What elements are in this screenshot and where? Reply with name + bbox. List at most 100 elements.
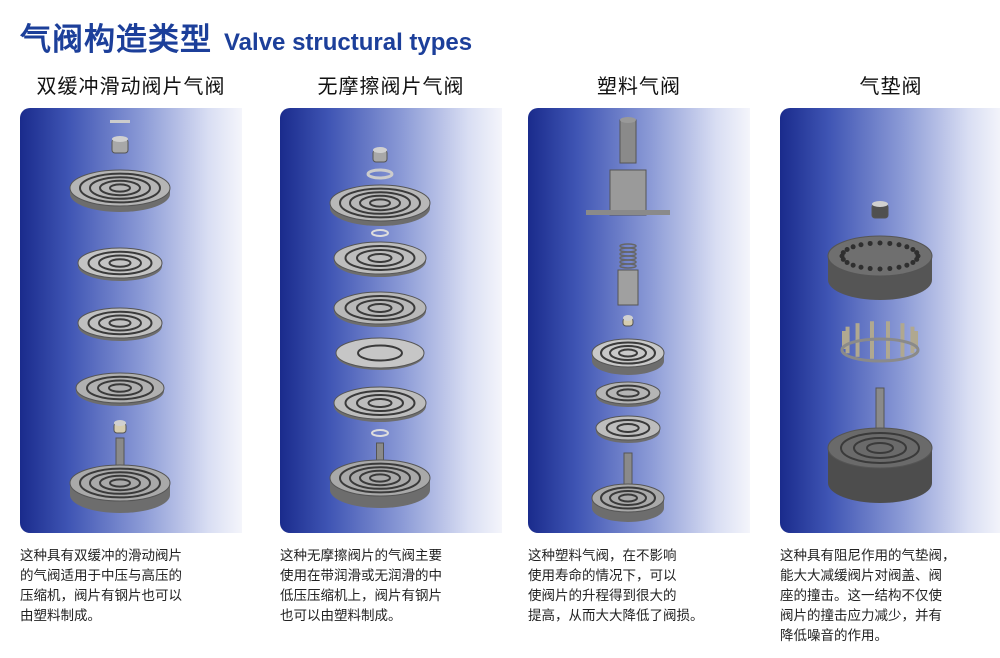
valve-port [914, 256, 920, 262]
valve-slot-ring [349, 466, 411, 490]
valve-slot-ring [349, 191, 411, 215]
valve-slot-ring [108, 258, 132, 268]
valve-cushion-pin [886, 340, 891, 359]
valve-slot-ring [108, 318, 132, 328]
valve-guide-flange [586, 210, 670, 215]
valve-stem [623, 452, 633, 489]
valve-washer [371, 429, 389, 437]
valve-type-frictionless: 无摩擦阀片气阀 这种无摩擦阀片的气阀主要使用在带润滑或无润滑的中低压压缩机上，阀… [280, 0, 502, 658]
valve-slot-ring [600, 486, 656, 510]
valve-slot-ring [339, 462, 421, 494]
valve-slot-ring [339, 187, 421, 219]
valve-stem [619, 119, 637, 164]
valve-port [850, 262, 856, 268]
valve-nut-top [623, 315, 633, 321]
valve-slot-ring [605, 419, 651, 437]
valve-cushion-ring [840, 337, 920, 363]
column-description: 这种具有双缓冲的滑动阀片的气阀适用于中压与高压的压缩机，阀片有钢片也可以由塑料制… [20, 548, 182, 624]
valve-slot-ring [97, 379, 143, 397]
valve-slot-ring [109, 478, 131, 488]
valve-sleeve [617, 269, 639, 306]
valve-illustration [528, 108, 750, 533]
valve-disc [329, 459, 431, 497]
title-zh: 气阀构造类型 [20, 22, 212, 58]
valve-guide [609, 169, 647, 216]
valve-slot-ring [356, 249, 404, 267]
valve-port [840, 250, 846, 256]
valve-slot-ring [89, 471, 151, 495]
valve-slot-ring [99, 474, 141, 492]
valve-slot-ring [618, 348, 638, 358]
exploded-valve-image [69, 120, 171, 513]
valve-slot-ring [616, 423, 640, 433]
column-heading: 塑料气阀 [597, 74, 681, 98]
valve-port [910, 259, 916, 265]
valve-nut-top [872, 201, 888, 207]
valve-slot-ring [609, 490, 647, 506]
valve-port [887, 266, 893, 272]
valve-cushion-pin [855, 323, 860, 342]
valve-port [896, 242, 902, 248]
valve-slot-ring [98, 254, 142, 272]
valve-cushion-pin [900, 338, 905, 357]
valve-slot-ring [866, 442, 894, 454]
valve-port [867, 266, 873, 272]
valve-spring [619, 263, 637, 269]
valve-cushion-pin [910, 326, 915, 345]
valve-port [887, 240, 893, 246]
valve-disc [329, 184, 431, 222]
valve-washer [366, 168, 394, 180]
exploded-valve-image [329, 147, 431, 508]
valve-port [867, 240, 873, 246]
valve-port [858, 264, 864, 270]
column-heading: 双缓冲滑动阀片气阀 [36, 74, 226, 98]
valve-slot-ring [79, 172, 161, 204]
valve-cushion-pin [842, 331, 846, 350]
valve-port [877, 266, 883, 272]
valve-slot-ring [89, 176, 151, 200]
valve-slot-ring [367, 398, 393, 408]
valve-cushion-pin [869, 340, 874, 359]
valve-port [896, 264, 902, 270]
valve-port [844, 247, 850, 253]
valve-slot-ring [79, 467, 161, 499]
valve-slot-ring [98, 314, 142, 332]
page-title: 气阀构造类型 Valve structural types [20, 14, 472, 59]
valve-cushion-pin [855, 338, 860, 357]
valve-slot-ring [359, 469, 401, 487]
valve-slot-ring [87, 250, 153, 276]
valve-slot-ring [99, 179, 141, 197]
valve-port [858, 242, 864, 248]
column-description: 这种无摩擦阀片的气阀主要使用在带润滑或无润滑的中低压压缩机上，阀片有钢片也可以由… [280, 548, 442, 624]
valve-washer [371, 229, 389, 237]
valve-cushion-pin [900, 323, 905, 342]
valve-cushion-pin [845, 326, 850, 345]
exploded-valve-image [586, 117, 670, 522]
valve-nut-top [373, 147, 387, 153]
valve-nut-top [114, 420, 126, 426]
valve-slot-ring [359, 194, 401, 212]
valve-slot-ring [367, 303, 393, 313]
valve-slot-ring [616, 388, 640, 398]
valve-slot-ring [109, 183, 131, 193]
valve-slot-ring [108, 383, 132, 393]
valve-port [877, 240, 883, 246]
valve-slot-ring [367, 253, 393, 263]
valve-disc [335, 337, 425, 369]
valve-slot-ring [344, 295, 416, 321]
valve-cushion-pin [886, 321, 891, 340]
valve-slot-ring [357, 344, 403, 362]
valve-slot-ring [87, 310, 153, 336]
valve-cushion-pin [869, 321, 874, 340]
valve-type-cushion: 气垫阀 这种具有阻尼作用的气垫阀，能大大减缓阀片对阀盖、阀座的撞击。这一结构不仅… [780, 0, 1000, 658]
valve-slot-ring [618, 493, 638, 503]
valve-port [850, 244, 856, 250]
valve-slot-ring [609, 345, 647, 361]
column-description: 这种塑料气阀，在不影响使用寿命的情况下，可以使阀片的升程得到很大的提高，从而大大… [528, 548, 704, 624]
valve-disc [69, 169, 171, 207]
column-heading: 无摩擦阀片气阀 [317, 74, 465, 98]
valve-nut-top [112, 136, 128, 142]
valve-slot-ring [600, 341, 656, 365]
valve-illustration [780, 108, 1000, 533]
title-en: Valve structural types [224, 29, 473, 56]
